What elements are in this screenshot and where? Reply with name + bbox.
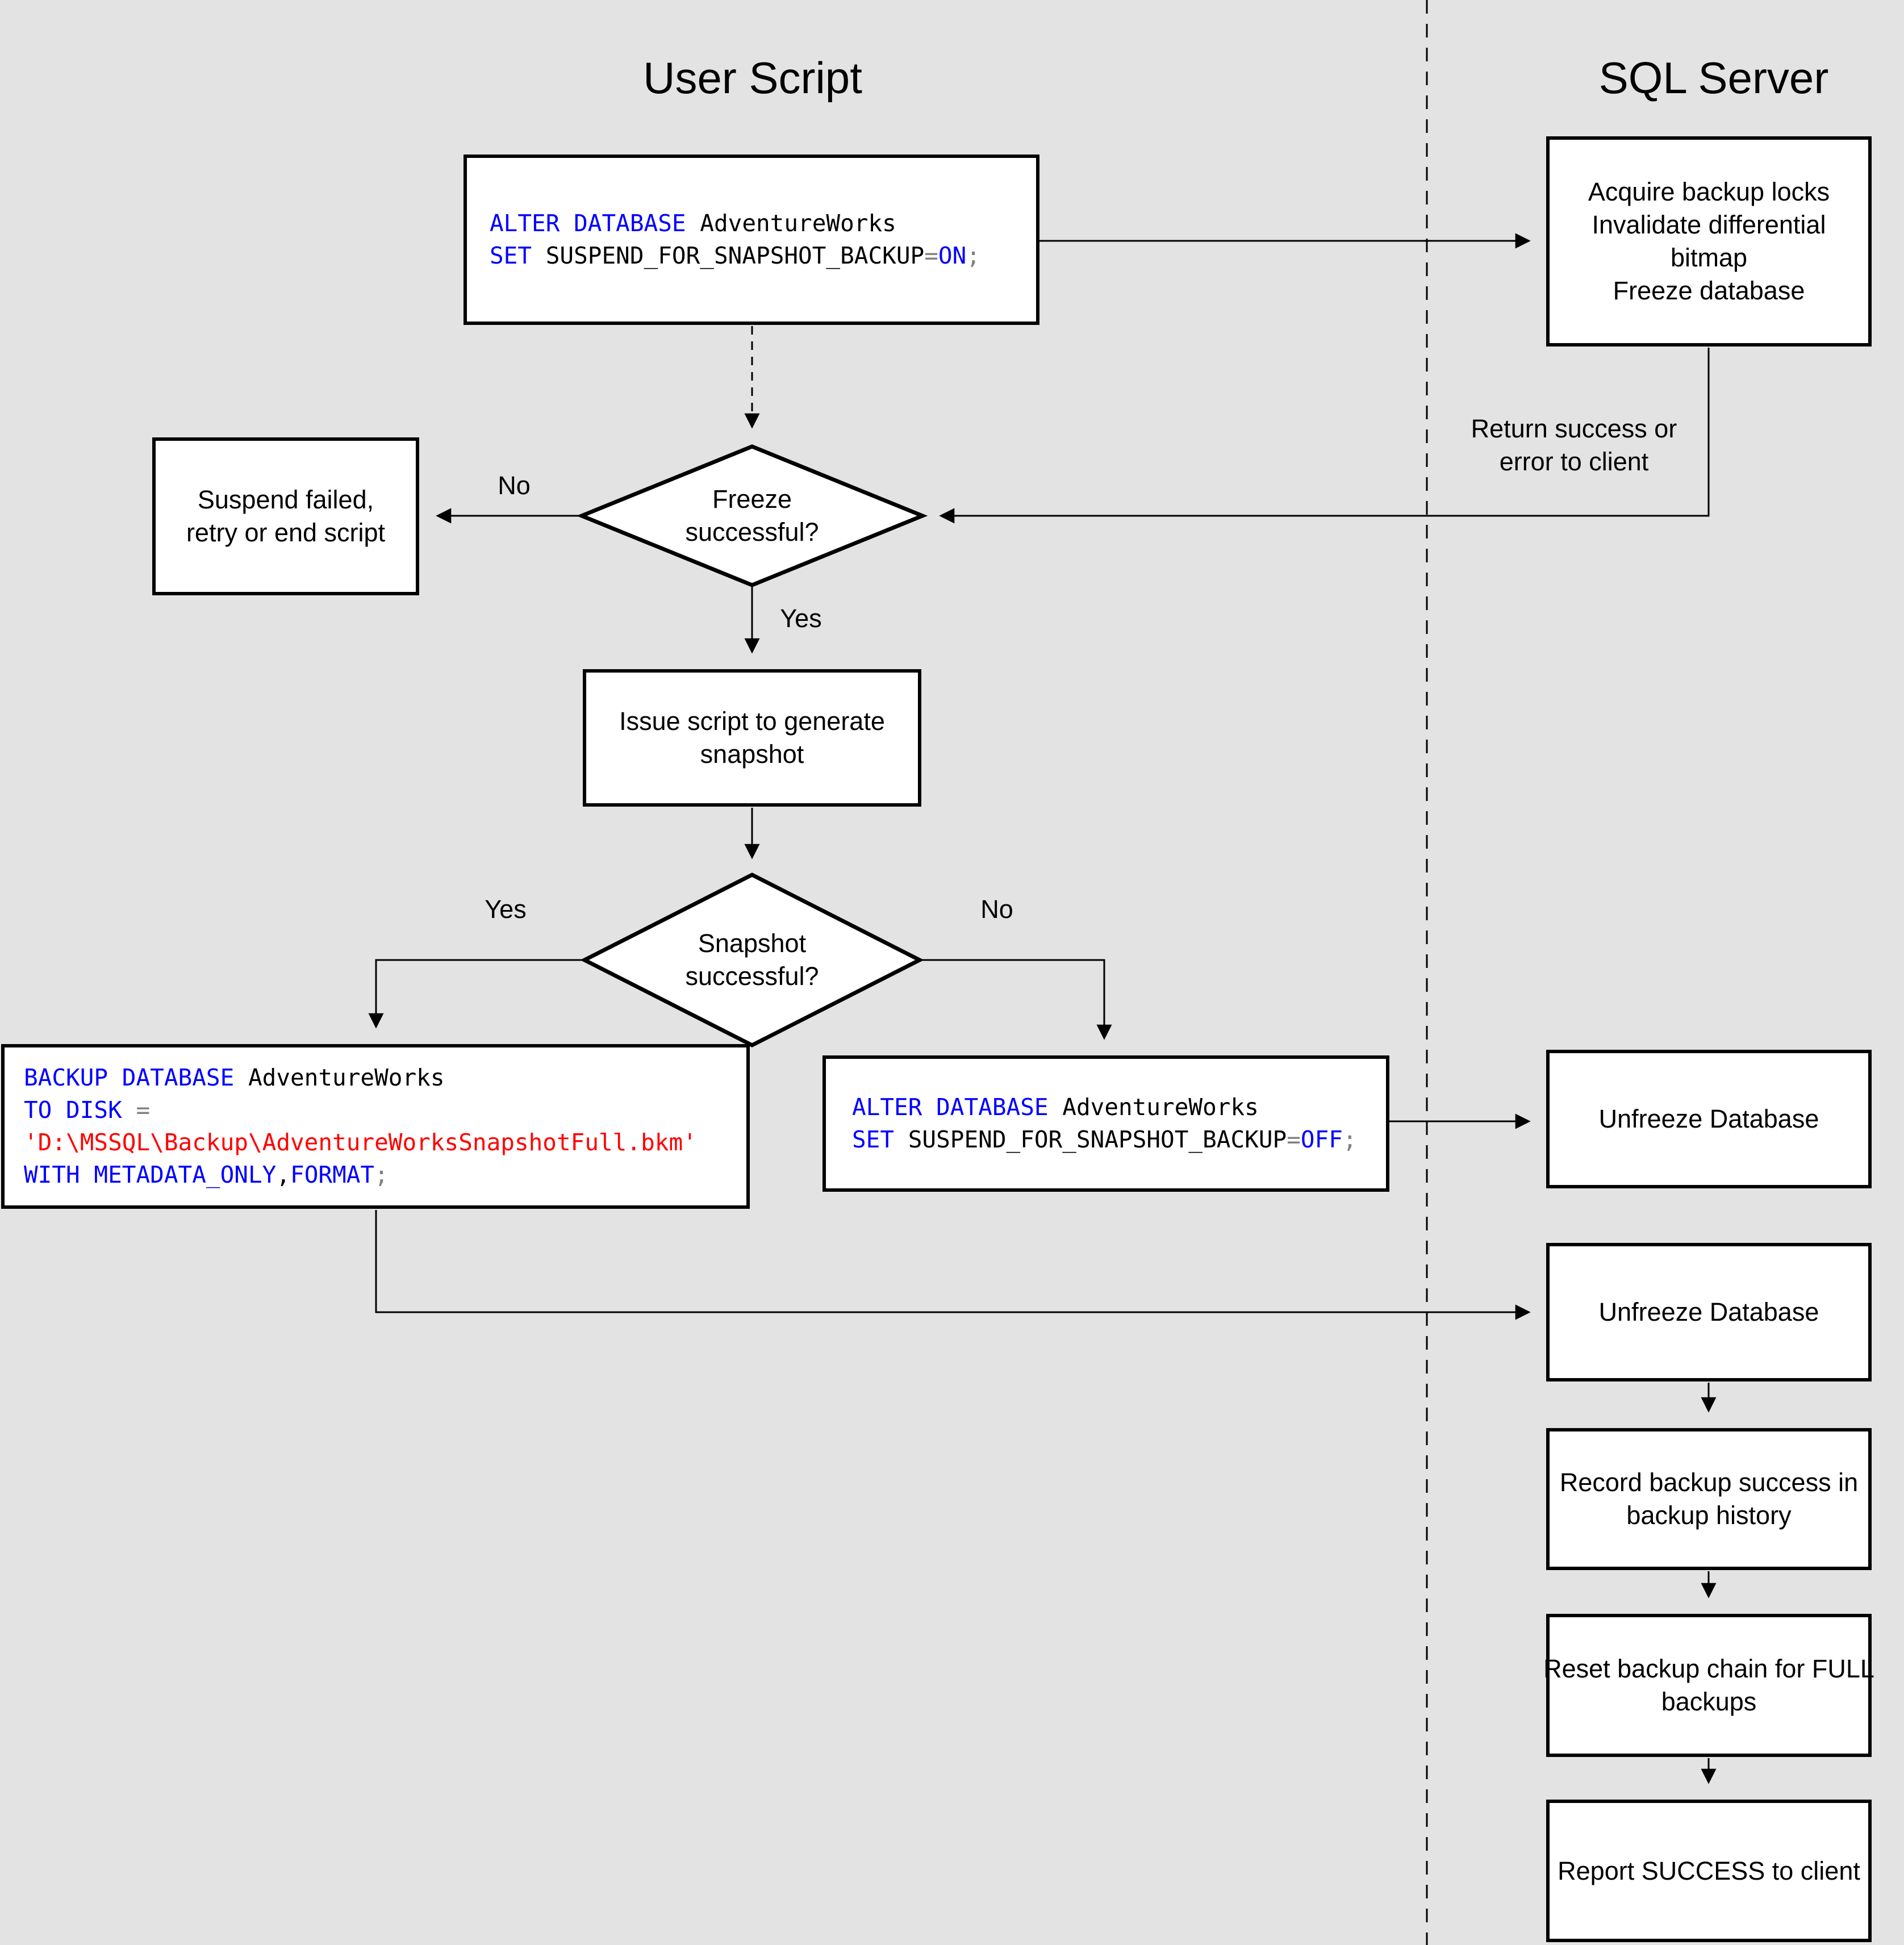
suspend-line2: retry or end script [186, 518, 386, 547]
record-line2: backup history [1626, 1501, 1792, 1530]
unfreeze-database-box-2: Unfreeze Database [1546, 1243, 1872, 1381]
arrow-backup-to-unfreeze2 [375, 1210, 1531, 1320]
freeze-decision-line1: Freeze [712, 485, 792, 514]
snapshot-decision-label: Snapshot successful? [685, 927, 819, 993]
sql-operator: ; [374, 1161, 389, 1188]
sql-keyword: SET [490, 242, 532, 269]
issue-line2: snapshot [700, 740, 804, 769]
sql-operator: ; [966, 242, 980, 269]
freeze-decision-diamond [576, 444, 928, 587]
sql-keyword: FORMAT [290, 1161, 375, 1188]
report-line1: Report SUCCESS to client [1558, 1856, 1860, 1885]
acquire-line3: bitmap [1670, 243, 1748, 272]
snapshot-no-label: No [980, 895, 1013, 924]
reset-line1: Reset backup chain for FULL [1543, 1654, 1874, 1683]
sql-operator: = [122, 1096, 151, 1124]
snapshot-yes-label: Yes [485, 895, 527, 924]
sql-string: 'D:\MSSQL\Backup\AdventureWorksSnapshotF… [24, 1129, 697, 1156]
sql-operator: = [924, 242, 938, 269]
acquire-backup-locks-box: Acquire backup locks Invalidate differen… [1546, 136, 1872, 347]
sql-keyword: WITH METADATA_ONLY [24, 1161, 277, 1188]
acquire-line1: Acquire backup locks [1588, 177, 1830, 206]
acquire-line2: Invalidate differential [1592, 210, 1826, 239]
sql-identifier: AdventureWorks [686, 210, 896, 237]
freeze-yes-label: Yes [780, 604, 822, 633]
sql-identifier: AdventureWorks [1048, 1093, 1259, 1121]
alter-on-code-box: ALTER DATABASE AdventureWorks SET SUSPEN… [464, 155, 1039, 325]
alter-on-code-line2: SET SUSPEND_FOR_SNAPSHOT_BACKUP=ON; [490, 240, 980, 272]
acquire-line4: Freeze database [1613, 276, 1805, 305]
reset-backup-chain-box: Reset backup chain for FULL backups [1543, 1614, 1874, 1757]
alter-off-code-line1: ALTER DATABASE AdventureWorks [852, 1091, 1259, 1124]
user-script-lane-title: User Script [643, 53, 862, 103]
snapshot-decision-line2: successful? [685, 962, 819, 991]
snapshot-decision-diamond [580, 873, 924, 1047]
issue-line1: Issue script to generate [619, 707, 885, 736]
sql-keyword: OFF [1300, 1126, 1343, 1153]
unfreeze2-line1: Unfreeze Database [1598, 1297, 1819, 1326]
freeze-no-label: No [498, 471, 531, 500]
arrow-snapshot-yes-to-backup [368, 959, 584, 1029]
sql-identifier: AdventureWorks [234, 1064, 445, 1091]
report-success-box: Report SUCCESS to client [1546, 1800, 1872, 1942]
return-note-line2: error to client [1499, 447, 1649, 476]
issue-script-box: Issue script to generate snapshot [583, 669, 921, 807]
record-line1: Record backup success in [1559, 1468, 1859, 1497]
arrow-acquire-to-freeze-decision [939, 348, 1710, 524]
sql-operator: = [1287, 1126, 1301, 1153]
sql-server-lane-title: SQL Server [1598, 53, 1829, 103]
suspend-line1: Suspend failed, [197, 485, 374, 514]
backup-code-line2: TO DISK = [24, 1094, 150, 1126]
backup-database-code-box: BACKUP DATABASE AdventureWorks TO DISK =… [1, 1044, 750, 1209]
alter-on-code-line1: ALTER DATABASE AdventureWorks [490, 207, 896, 240]
sql-operator: ; [1342, 1126, 1357, 1153]
sql-comma: , [276, 1161, 291, 1188]
unfreeze-database-box-1: Unfreeze Database [1546, 1050, 1872, 1188]
alter-off-code-line2: SET SUSPEND_FOR_SNAPSHOT_BACKUP=OFF; [852, 1124, 1357, 1156]
return-success-note: Return success or error to client [1446, 412, 1702, 478]
sql-keyword: ALTER DATABASE [490, 210, 686, 237]
sql-keyword: SET [852, 1126, 895, 1153]
record-backup-success-box: Record backup success in backup history [1546, 1428, 1872, 1570]
sql-keyword: TO DISK [24, 1096, 122, 1124]
backup-code-line1: BACKUP DATABASE AdventureWorks [24, 1062, 445, 1094]
alter-off-code-box: ALTER DATABASE AdventureWorks SET SUSPEN… [822, 1055, 1389, 1192]
sql-identifier: SUSPEND_FOR_SNAPSHOT_BACKUP [894, 1126, 1287, 1153]
unfreeze1-line1: Unfreeze Database [1598, 1104, 1819, 1133]
sql-keyword: ALTER DATABASE [852, 1093, 1049, 1121]
backup-code-line3: 'D:\MSSQL\Backup\AdventureWorksSnapshotF… [24, 1126, 697, 1159]
return-note-line1: Return success or [1471, 414, 1677, 443]
suspend-failed-box: Suspend failed, retry or end script [152, 437, 419, 595]
reset-line2: backups [1661, 1687, 1757, 1716]
freeze-decision-line2: successful? [685, 517, 819, 546]
sql-keyword: ON [938, 242, 967, 269]
snapshot-decision-line1: Snapshot [698, 929, 807, 958]
backup-code-line4: WITH METADATA_ONLY,FORMAT; [24, 1159, 389, 1191]
arrow-snapshot-no-to-alter-off [920, 959, 1112, 1040]
freeze-decision-label: Freeze successful? [685, 483, 819, 549]
sql-identifier: SUSPEND_FOR_SNAPSHOT_BACKUP [532, 242, 925, 269]
sql-keyword: BACKUP DATABASE [24, 1064, 235, 1091]
